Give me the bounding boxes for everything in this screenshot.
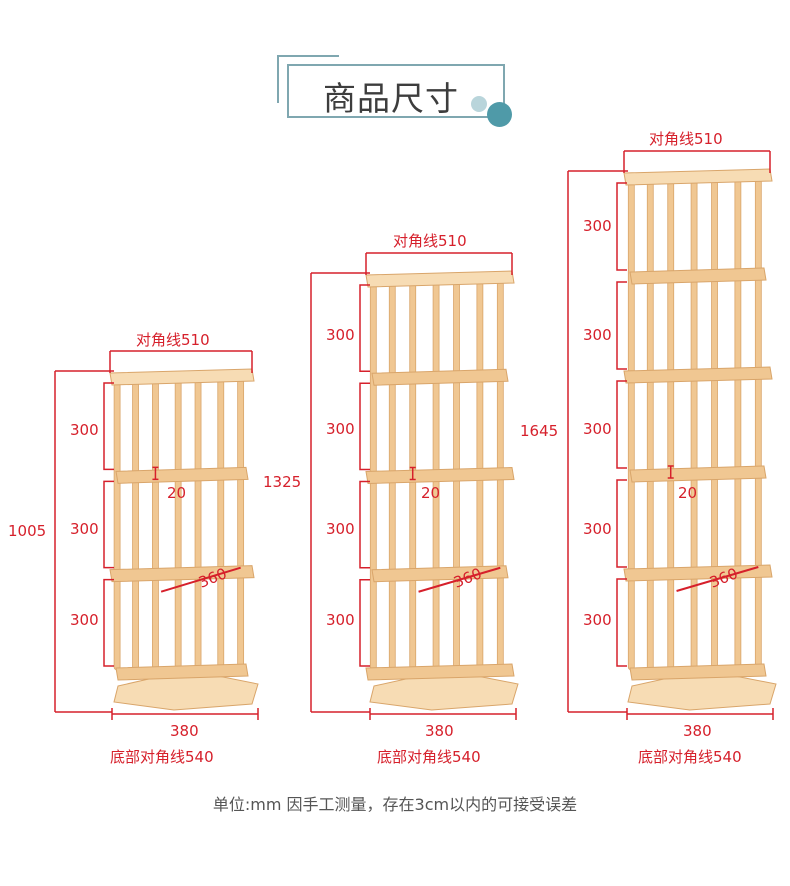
shelf2-board-3: [365, 466, 515, 485]
shelf3-tier3-bracket: [616, 380, 627, 469]
shelf1-tier2-bracket: [103, 480, 114, 569]
shelf3-height-label: 1645: [520, 422, 559, 440]
shelf2-board-5: [365, 663, 515, 681]
shelf1-top-diagonal-label: 对角线510: [136, 331, 210, 349]
shelf1-post-4: [174, 378, 182, 671]
shelf1-post-7: [237, 378, 245, 671]
shelf1-post-2: [132, 378, 139, 671]
shelf3-depth-dim-line: [676, 566, 759, 592]
shelf1-height-label: 1005: [8, 522, 47, 540]
shelf1-base-diagonal-label: 底部对角线540: [110, 748, 214, 766]
units-note: 单位:mm 因手工测量，存在3cm以内的可接受误差: [212, 795, 578, 814]
shelf1-board-label: 20: [167, 484, 187, 502]
shelf1-post-3: [152, 378, 159, 671]
shelf2-board-1: [365, 270, 515, 288]
shelf3-post-2: [646, 178, 654, 671]
shelf1-board-3: [109, 565, 255, 583]
shelf3-tier2-bracket: [616, 281, 627, 370]
shelf2-depth-dim-line: [418, 566, 501, 593]
shelf2-board-4: [371, 565, 509, 583]
shelf3-tier4-label: 300: [583, 520, 612, 538]
title-deco-line-left: [277, 55, 279, 103]
shelf3-board-3: [623, 366, 773, 384]
shelf1-tier3-bracket: [103, 578, 114, 667]
shelf3-post-6: [734, 178, 742, 671]
shelf3-post-3: [667, 178, 675, 671]
shelf2-tier1-label: 300: [326, 326, 355, 344]
shelf2-tier2-bracket: [359, 382, 370, 471]
shelf2-height-label: 1325: [263, 473, 302, 491]
shelf1-post-6: [217, 378, 225, 671]
shelf1-post-5: [194, 378, 202, 671]
shelf3-tier1-bracket: [616, 182, 627, 271]
shelf2-tier3-label: 300: [326, 520, 355, 538]
shelf1-depth-dim-line: [160, 566, 241, 593]
shelf3-top-diagonal-label: 对角线510: [649, 130, 723, 148]
shelf2-tier1-bracket: [359, 284, 370, 372]
shelf3-board-6: [629, 663, 767, 681]
shelf2-tier4-bracket: [359, 579, 370, 667]
shelf2-board-2: [371, 368, 509, 386]
shelf3-tier2-label: 300: [583, 326, 612, 344]
shelf3-board-4: [629, 465, 767, 483]
shelf1-tier2-label: 300: [70, 520, 99, 538]
shelf3-post-7: [754, 178, 762, 671]
shelf1-tier1-label: 300: [70, 421, 99, 439]
shelf2-tier2-label: 300: [326, 420, 355, 438]
shelf1-tier1-bracket: [103, 382, 114, 471]
shelf3-base-diagonal-label: 底部对角线540: [638, 748, 742, 766]
shelf2-board-label: 20: [421, 484, 441, 502]
shelf2-top-diagonal-label: 对角线510: [393, 232, 467, 250]
shelf3-tier5-bracket: [616, 578, 627, 667]
shelf1-post-1: [113, 378, 121, 671]
title-frame: [287, 64, 505, 118]
shelf1-width-label: 380: [170, 722, 199, 740]
shelf3-board-5: [623, 564, 773, 582]
shelf3-post-1: [627, 178, 635, 671]
page-title: 商品尺寸: [323, 79, 459, 118]
shelf3-post-4: [690, 178, 698, 671]
shelf2-base-diagonal-label: 底部对角线540: [377, 748, 481, 766]
title-dot-light: [471, 96, 487, 112]
shelf2-width-label: 380: [425, 722, 454, 740]
shelf1-tier3-label: 300: [70, 611, 99, 629]
title-deco-line-top: [277, 55, 339, 57]
shelf3-tier5-label: 300: [583, 611, 612, 629]
shelf2-tier3-bracket: [359, 480, 370, 569]
shelf3-board-1: [623, 168, 773, 186]
shelf3-tier1-label: 300: [583, 217, 612, 235]
shelf3-board-2: [629, 267, 767, 285]
shelf3-width-label: 380: [683, 722, 712, 740]
shelf3-post-5: [711, 178, 718, 671]
shelf2-tier4-label: 300: [326, 611, 355, 629]
shelf3-tier4-bracket: [616, 479, 627, 568]
shelf1-board-4: [115, 663, 249, 681]
title-dot-teal: [487, 102, 512, 127]
shelf1-board-1: [109, 368, 255, 386]
shelf1-board-2: [115, 466, 249, 484]
shelf3-tier3-label: 300: [583, 420, 612, 438]
shelf3-board-label: 20: [678, 484, 698, 502]
